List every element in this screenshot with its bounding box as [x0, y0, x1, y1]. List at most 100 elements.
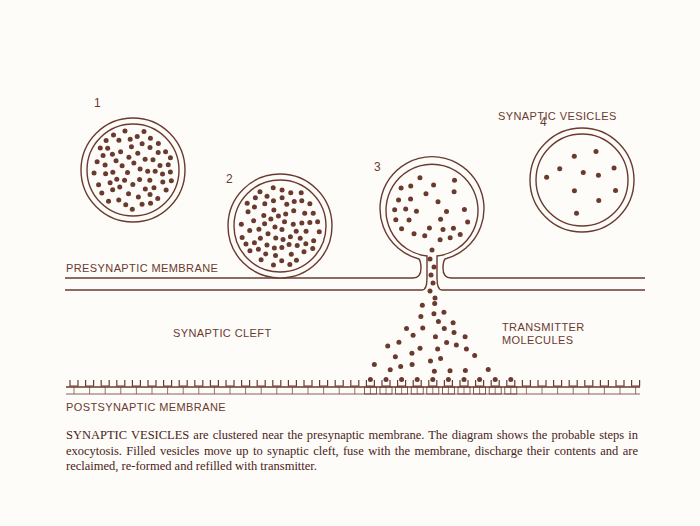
transmitter-molecule [246, 209, 251, 214]
transmitter-molecule [302, 211, 307, 216]
receptor-site [226, 380, 234, 386]
transmitter-molecule [247, 248, 252, 253]
receptor-site [136, 387, 137, 394]
transmitter-molecule [292, 199, 297, 204]
receptor-site [320, 380, 328, 386]
transmitter-molecule [245, 201, 250, 206]
transmitter-molecule [493, 377, 498, 382]
transmitter-molecule [431, 281, 436, 286]
transmitter-molecule [574, 211, 579, 216]
transmitter-molecule [477, 377, 482, 382]
receptor-site [351, 380, 359, 386]
transmitter-molecule [110, 170, 115, 175]
transmitter-molecule [452, 178, 457, 183]
transmitter-molecule [408, 184, 413, 189]
receptor-site [557, 387, 558, 394]
transmitter-molecule [151, 185, 156, 190]
transmitter-molecule [263, 251, 268, 256]
receptor-site [198, 387, 199, 394]
receptor-site [195, 380, 203, 386]
transmitter-molecule [403, 207, 408, 212]
transmitter-molecule [117, 185, 122, 190]
transmitter-molecule [448, 368, 453, 373]
transmitter-molecule [452, 330, 457, 335]
transmitter-molecule [122, 129, 127, 134]
transmitter-molecule [110, 187, 115, 192]
transmitter-molecule [166, 162, 171, 167]
transmitter-molecule [160, 180, 165, 185]
transmitter-molecule [432, 301, 437, 306]
transmitter-molecule [140, 141, 145, 146]
transmitter-molecule [264, 242, 269, 247]
transmitter-molecule [428, 359, 433, 364]
receptor-site [510, 387, 511, 394]
receptor-site [588, 387, 589, 394]
transmitter-molecule [442, 326, 447, 331]
transmitter-molecule [451, 320, 456, 325]
transmitter-molecule [423, 191, 428, 196]
transmitter-molecule [272, 224, 277, 229]
callout-number: 2 [226, 173, 233, 186]
receptor-site [448, 387, 449, 394]
transmitter-molecule [276, 214, 281, 219]
receptor-site [230, 387, 231, 394]
region-label: SYNAPTIC CLEFT [173, 327, 272, 340]
transmitter-molecule [304, 229, 309, 234]
transmitter-molecule [256, 247, 261, 252]
synaptic-vesicle [536, 134, 628, 226]
receptor-site [604, 387, 605, 394]
transmitter-molecule [106, 199, 111, 204]
transmitter-molecule [273, 253, 278, 258]
transmitter-molecule [261, 213, 266, 218]
transmitter-molecule [116, 197, 121, 202]
callout-number: 3 [374, 161, 381, 174]
transmitter-molecule [596, 198, 601, 203]
transmitter-molecule [404, 326, 409, 331]
transmitter-molecule [463, 368, 468, 373]
transmitter-molecule [392, 207, 397, 212]
transmitter-molecule [299, 190, 304, 195]
receptor-site [600, 380, 608, 386]
transmitter-molecule [131, 161, 136, 166]
molecule-label: TRANSMITTER MOLECULES [502, 321, 614, 347]
transmitter-molecule [396, 197, 401, 202]
transmitter-molecule [612, 165, 617, 170]
transmitter-molecule [168, 169, 173, 174]
transmitter-molecule [315, 219, 320, 224]
transmitter-molecule [451, 226, 456, 231]
receptor-site [339, 387, 340, 394]
transmitter-molecule [444, 340, 449, 345]
transmitter-molecule [160, 171, 165, 176]
transmitter-molecule [137, 177, 142, 182]
transmitter-molecule [454, 342, 459, 347]
transmitter-molecule [428, 257, 433, 262]
receptor-site [335, 380, 343, 386]
bound-receptor [396, 387, 408, 394]
transmitter-molecule [280, 187, 285, 192]
bound-receptor [458, 387, 470, 394]
transmitter-molecule [287, 242, 292, 247]
transmitter-molecule [428, 289, 433, 294]
receptor-site [89, 387, 90, 394]
transmitter-molecule [486, 367, 491, 372]
transmitter-molecule [581, 170, 586, 175]
transmitter-molecule [120, 163, 125, 168]
transmitter-molecule [436, 319, 441, 324]
callout-number: 1 [94, 97, 101, 110]
receptor-site [261, 387, 262, 394]
transmitter-molecule [239, 222, 244, 227]
receptor-site [417, 387, 418, 394]
receptor-site [569, 380, 577, 386]
synaptic-vesicle [228, 174, 332, 278]
transmitter-molecule [430, 248, 435, 253]
transmitter-molecule [458, 232, 463, 237]
transmitter-molecule [311, 211, 316, 216]
transmitter-molecule [291, 208, 296, 213]
transmitter-molecule [295, 243, 300, 248]
transmitter-molecule [298, 236, 303, 241]
receptor-site [210, 380, 218, 386]
receptor-site [308, 387, 309, 394]
transmitter-molecule [145, 169, 150, 174]
transmitter-molecule [464, 347, 469, 352]
transmitter-molecule [438, 237, 443, 242]
